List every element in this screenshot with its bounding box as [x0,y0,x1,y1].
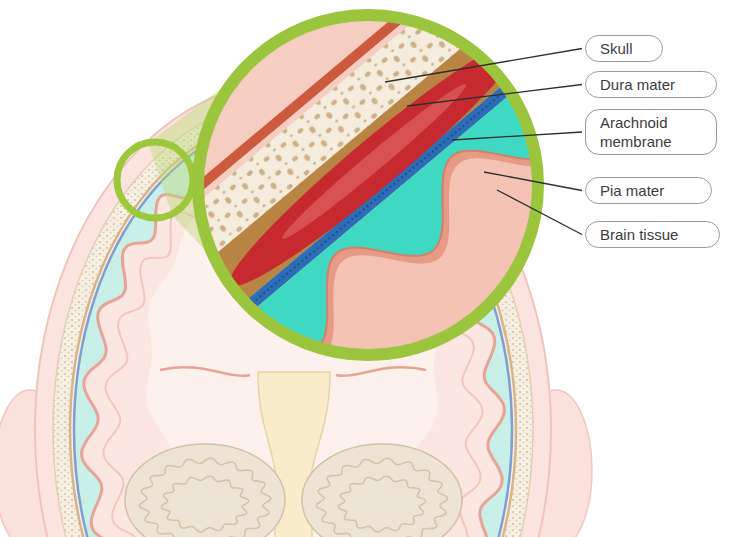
pia-surface [189,42,740,537]
cerebellum-folia [161,476,248,532]
leader-line [497,190,582,235]
label-text: Skull [600,39,650,58]
label-pill: Dura mater [585,71,717,98]
focus-ring [117,142,193,218]
magnifier-ring [198,15,538,355]
cerebellum [125,444,285,537]
label-pill: Skull [585,35,663,62]
lateral-sulcus [336,367,426,376]
cerebellum-folia [139,458,271,537]
cerebellum-folia [316,458,448,537]
brain-gyri [196,50,740,537]
leader-line [407,85,582,107]
label-text: Dura mater [600,75,704,94]
label-pill: Brain tissue [585,221,720,248]
cerebellum [302,444,462,537]
leader-line [385,49,582,83]
label-pill: Pia mater [585,177,712,204]
label-text: Brain tissue [600,225,707,244]
cerebellum-folia [338,476,425,532]
label-text: Arachnoid membrane [600,113,704,151]
leader-line [484,172,582,191]
leader-line [452,132,582,140]
label-pill: Arachnoid membrane [585,109,717,155]
lateral-sulcus [160,367,250,376]
label-text: Pia mater [600,181,699,200]
